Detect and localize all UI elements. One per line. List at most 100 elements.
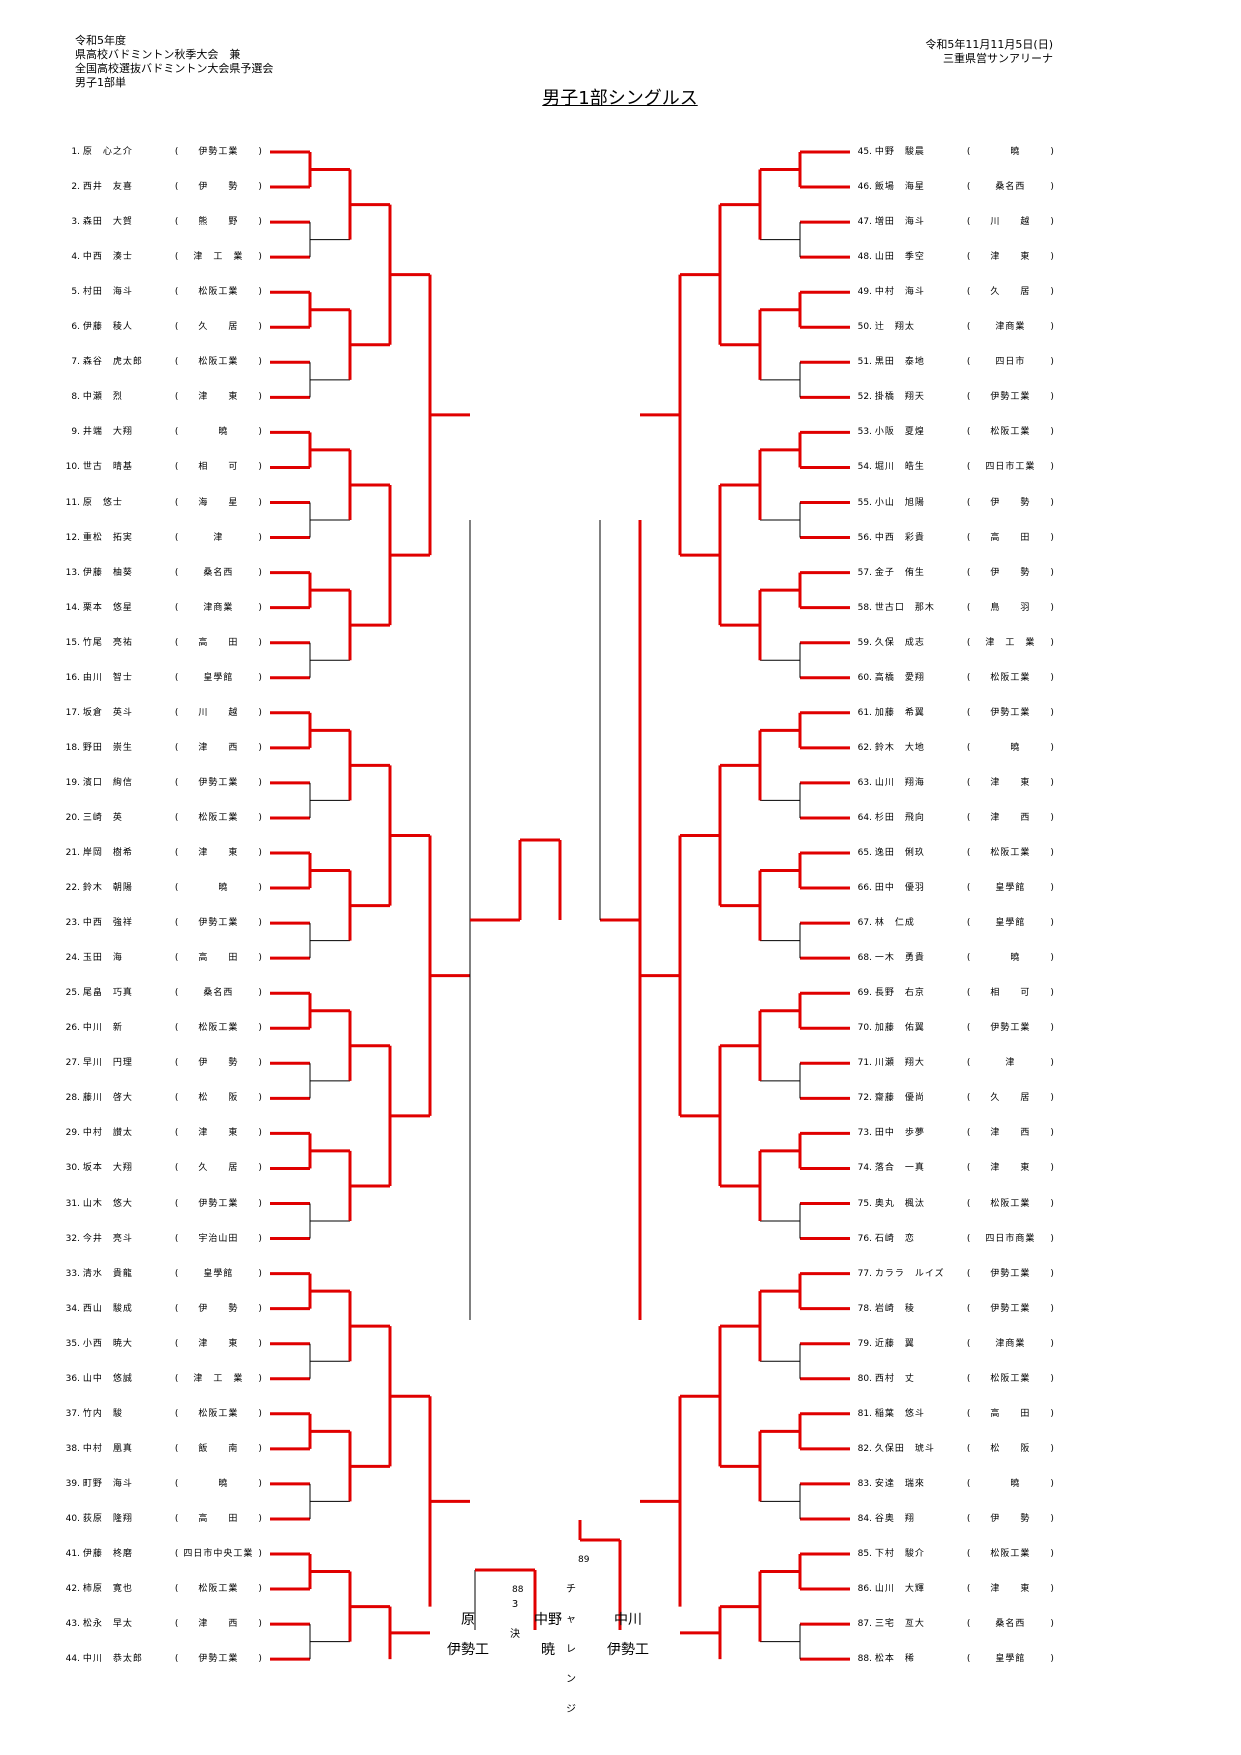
player-number: 58. <box>857 602 872 613</box>
player-number: 75. <box>857 1198 872 1209</box>
player-number: 48. <box>857 252 872 263</box>
player-team: 津 東 <box>198 848 239 858</box>
player-number: 18. <box>65 742 80 753</box>
player-team: 曉 <box>208 883 239 894</box>
player-team: 伊勢工業 <box>198 1654 239 1665</box>
player-name: 原 悠士 <box>82 497 123 508</box>
player-number: 2. <box>71 182 80 193</box>
header-left: 令和5年度県高校バドミントン秋季大会 兼全国高校選抜バドミントン大会県予選会男子… <box>75 34 273 90</box>
player-name: 井端 大翔 <box>82 427 133 438</box>
player-name: 長野 右京 <box>874 988 925 999</box>
player-number: 73. <box>857 1128 872 1139</box>
player-number: 40. <box>65 1513 80 1524</box>
player-team: 伊勢工業 <box>198 777 239 788</box>
player-number: 6. <box>71 322 80 333</box>
player-entry: 8. 中瀬 烈(津 東) <box>60 391 262 403</box>
left-line: 全国高校選抜バドミントン大会県予選会 <box>75 62 274 75</box>
right-line: 三重県営サンアリーナ <box>943 52 1053 65</box>
player-name: 伊藤 柊磨 <box>82 1549 133 1559</box>
player-name: 松本 稀 <box>874 1654 915 1665</box>
player-name: 松永 早太 <box>82 1619 133 1630</box>
player-entry: 20. 三崎 英(松阪工業) <box>60 812 262 824</box>
player-number: 1. <box>71 147 80 157</box>
player-team: 高 田 <box>198 637 239 648</box>
player-name: 尾畠 巧真 <box>82 988 133 999</box>
player-entry: 6. 伊藤 稜人(久 居) <box>60 321 262 333</box>
player-entry: 83. 安達 瑞來( 曉 ) <box>852 1478 1054 1490</box>
player-number: 64. <box>857 812 872 823</box>
player-number: 7. <box>71 357 80 368</box>
player-team: 津 工 業 <box>193 252 244 263</box>
player-team: 高 田 <box>198 1513 239 1524</box>
player-number: 59. <box>857 637 872 648</box>
player-team: 曉 <box>208 1478 239 1489</box>
player-team: 伊 勢 <box>198 1058 239 1069</box>
challenge-label: チャレンジ <box>566 1584 576 1715</box>
player-entry: 57. 金子 侑生(伊 勢) <box>852 567 1054 579</box>
player-name: 林 仁成 <box>874 918 915 929</box>
player-name: 野田 崇生 <box>82 742 133 753</box>
final-player-team: 伊勢工 <box>607 1642 649 1658</box>
player-name: 山川 大輝 <box>874 1584 925 1595</box>
player-team: 高 田 <box>990 532 1031 543</box>
player-team: 津 東 <box>990 1163 1031 1174</box>
player-entry: 23. 中西 強祥(伊勢工業) <box>60 917 262 929</box>
player-team: 伊勢工業 <box>990 1023 1031 1034</box>
player-name: 森田 大賀 <box>82 217 133 228</box>
player-number: 26. <box>65 1023 80 1034</box>
player-entry: 47. 増田 海斗(川 越) <box>852 216 1054 228</box>
player-entry: 39. 町野 海斗( 曉 ) <box>60 1478 262 1490</box>
player-team: 桑名西 <box>995 1619 1026 1630</box>
player-team: 曉 <box>208 427 239 438</box>
player-entry: 64. 杉田 飛向(津 西) <box>852 812 1054 824</box>
player-entry: 38. 中村 凰真(飯 南) <box>60 1443 262 1455</box>
player-name: 増田 海斗 <box>874 217 925 228</box>
player-name: 由川 智士 <box>82 672 133 683</box>
player-number: 74. <box>857 1163 872 1174</box>
player-name: 小山 旭陽 <box>874 497 925 508</box>
player-name: 三崎 英 <box>82 812 123 823</box>
player-team: 曉 <box>1000 742 1031 753</box>
player-number: 43. <box>65 1619 80 1630</box>
player-name: 中村 凰真 <box>82 1443 133 1454</box>
player-number: 54. <box>857 462 872 473</box>
player-team: 熊 野 <box>198 217 239 228</box>
player-entry: 10. 世古 晴基(相 可) <box>60 461 262 473</box>
player-number: 38. <box>65 1443 80 1454</box>
player-team: 鳥 羽 <box>990 602 1031 613</box>
left-line: 令和5年度 <box>75 34 126 47</box>
player-team: 伊勢工業 <box>990 1268 1031 1279</box>
player-team: 高 田 <box>198 953 239 964</box>
player-number: 52. <box>857 392 872 403</box>
player-name: 金子 侑生 <box>874 567 925 578</box>
player-entry: 25. 尾畠 巧真(桑名西) <box>60 987 262 999</box>
player-number: 47. <box>857 217 872 228</box>
player-entry: 18. 野田 崇生(津 西) <box>60 742 262 754</box>
player-team: 津 西 <box>990 812 1031 823</box>
player-entry: 34. 西山 駿成(伊 勢) <box>60 1303 262 1315</box>
player-team: 松阪工業 <box>990 427 1031 438</box>
player-team: 松阪工業 <box>198 1023 239 1034</box>
player-entry: 70. 加藤 佑翼(伊勢工業) <box>852 1022 1054 1034</box>
player-entry: 81. 稲葉 悠斗(高 田) <box>852 1408 1054 1420</box>
player-number: 50. <box>857 322 872 333</box>
player-name: 坂倉 英斗 <box>82 707 133 718</box>
player-entry: 4. 中西 湊士(津 工 業) <box>60 251 262 263</box>
player-name: 玉田 海 <box>82 953 123 964</box>
player-entry: 37. 竹内 駿(松阪工業) <box>60 1408 262 1420</box>
player-entry: 48. 山田 季空(津 東) <box>852 251 1054 263</box>
player-name: 竹尾 亮祐 <box>82 637 133 648</box>
player-entry: 56. 中西 彩貴(高 田) <box>852 532 1054 544</box>
player-name: 濱口 絢信 <box>82 777 133 788</box>
player-number: 25. <box>65 988 80 999</box>
player-team: 伊勢工業 <box>198 918 239 929</box>
player-team: 皇學館 <box>203 672 234 683</box>
player-team: 曉 <box>1000 1478 1031 1489</box>
player-number: 77. <box>857 1268 872 1279</box>
player-entry: 27. 早川 円理(伊 勢) <box>60 1057 262 1069</box>
player-number: 56. <box>857 532 872 543</box>
player-entry: 59. 久保 成志(津 工 業) <box>852 637 1054 649</box>
player-entry: 33. 清水 貴龍(皇學館) <box>60 1268 262 1280</box>
player-entry: 86. 山川 大輝(津 東) <box>852 1583 1054 1595</box>
player-entry: 66. 田中 優羽(皇學館) <box>852 882 1054 894</box>
